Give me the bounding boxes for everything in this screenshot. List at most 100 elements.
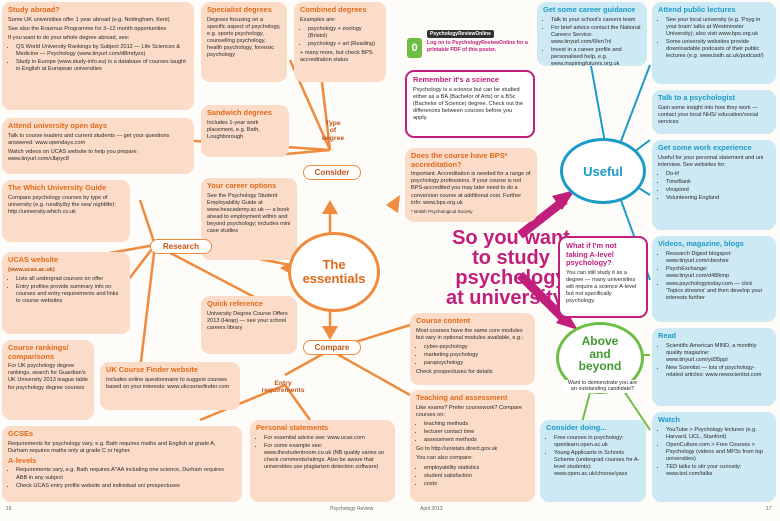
read-box: Read Scientific American MIND, a monthly…: [652, 328, 776, 406]
sandwich-title: Sandwich degrees: [207, 108, 272, 117]
which-guide-text: Compare psychology courses by type of un…: [8, 194, 116, 215]
study-abroad-title: Study abroad?: [8, 5, 60, 14]
entry-label-line: requirements: [261, 387, 305, 395]
open-days-p1: Talk to course leaders and current stude…: [8, 132, 170, 146]
videos-box: Videos, magazine, blogs Research Digest …: [652, 236, 776, 322]
page-number-left: 16: [6, 506, 12, 512]
course-content-item: parapsychology: [424, 360, 529, 367]
combined-degrees-box: Combined degrees Examples are: psycholog…: [294, 2, 386, 82]
study-abroad-p2: See also the Erasmus Programme for 3–12 …: [8, 25, 167, 32]
science-box: Remember it's a science Psychology is a …: [405, 70, 535, 138]
combined-more: + many more, but check BPS accreditation…: [300, 50, 373, 64]
open-days-p2: Watch videos on UCAS website to help you…: [8, 148, 139, 162]
promo-brand: PsychologyReviewOnline: [427, 30, 494, 38]
quick-ref-title: Quick reference: [207, 299, 263, 308]
work-exp-item: Volunteering England: [666, 195, 770, 202]
watch-item: TED talks to stir your curiosity: www.te…: [666, 464, 770, 478]
videos-item: PsychExchange: www.tinyurl.com/d48lkmp: [666, 266, 770, 280]
promo-text: Log on to PsychologyReviewOnline for a p…: [427, 40, 528, 53]
research-label: Research: [150, 239, 212, 254]
career-guidance-item: Invest in a career profile and personali…: [551, 47, 641, 66]
combined-item: psychology + art (Reading): [308, 41, 380, 48]
course-content-end: Check prospectuses for details: [416, 369, 493, 376]
promo-logo-icon: 0: [407, 38, 422, 58]
teaching-item: assessment methods: [424, 437, 529, 444]
psychologist-text: Gain some insight into how they work — c…: [658, 104, 759, 125]
career-options-text: See the Psychology Student Employability…: [207, 192, 291, 235]
combined-intro: Examples are:: [300, 16, 336, 23]
course-content-intro: Most courses have the same core modules …: [416, 327, 524, 341]
career-guidance-title: Get some career guidance: [543, 5, 636, 14]
issue-date: April 2013: [420, 506, 443, 512]
essentials-hub: The essentials: [288, 232, 380, 312]
study-abroad-p3: If you want to do your whole degree abro…: [8, 34, 130, 41]
study-abroad-item: Study in Europe (www.study-info.eu) is a…: [16, 59, 188, 73]
teaching-p1: Like exams? Prefer coursework? Compare c…: [416, 404, 523, 418]
sandwich-text: Includes 1-year work placement, e.g. Bat…: [207, 119, 260, 140]
gcses-alevels-box: GCSEs Requirements for psychology vary, …: [2, 426, 242, 502]
course-finder-box: UK Course Finder website Includes online…: [100, 362, 240, 410]
bps-note: * British Psychological Society: [411, 208, 473, 214]
compare-label: Compare: [303, 340, 361, 355]
work-experience-box: Get some work experience Useful for your…: [652, 140, 776, 230]
work-exp-item: Do-it!: [666, 171, 770, 178]
ucas-title: UCAS website: [8, 255, 59, 264]
lectures-item: See your local university (e.g. 'Psyg in…: [666, 17, 770, 38]
entry-label-line: Entry: [274, 380, 292, 387]
ucas-box: UCAS website (www.ucas.ac.uk) Lists all …: [2, 252, 130, 334]
ucas-item: Entry profiles provide summary info on c…: [16, 284, 124, 305]
study-abroad-box: Study abroad? Some UK universities offer…: [2, 2, 194, 110]
career-guidance-item: For brief advice contact the National Ca…: [551, 25, 641, 46]
consider-doing-item: Young Applicants in Schools Scheme (unde…: [554, 450, 640, 479]
open-days-title: Attend university open days: [8, 121, 107, 130]
course-content-box: Course content Most courses have the sam…: [410, 313, 535, 385]
bps-title: Does the course have BPS* accreditation?: [411, 151, 508, 169]
quick-ref-text: University Degree Course Offers 2013 (He…: [207, 310, 288, 331]
specialist-title: Specialist degrees: [207, 5, 272, 14]
teaching-item: costs: [424, 481, 529, 488]
ucas-item: Lists all undergrad courses on offer: [16, 276, 124, 283]
not-alevel-box: What if I'm not taking A-level psycholog…: [558, 236, 648, 318]
type-label-line: degree: [321, 134, 345, 142]
course-finder-title: UK Course Finder website: [106, 365, 198, 374]
read-item: New Scientist — lots of psychology-relat…: [666, 365, 770, 379]
type-label-line: Type: [325, 120, 341, 127]
lectures-title: Attend public lectures: [658, 5, 736, 14]
headline-line: to study: [472, 247, 550, 269]
read-item: Scientific American MIND, a monthly qual…: [666, 343, 770, 364]
alevels-title: A-levels: [8, 455, 37, 465]
rankings-text: For UK psychology degree rankings, searc…: [8, 363, 88, 391]
useful-hub: Useful: [560, 138, 646, 204]
psychology-review-online-promo[interactable]: PsychologyReviewOnline 0 Log on to Psych…: [405, 30, 540, 64]
science-text: Psychology is a science but can be studi…: [413, 86, 524, 122]
watch-title: Watch: [658, 415, 680, 424]
psychologist-title: Talk to a psychologist: [658, 93, 736, 102]
work-exp-title: Get some work experience: [658, 143, 752, 152]
alevels-item: Check UCAS entry profile website and ind…: [16, 483, 236, 490]
bps-box: Does the course have BPS* accreditation?…: [405, 148, 537, 222]
which-guide-title: The Which University Guide: [8, 183, 107, 192]
watch-item: OpenCulture.com > Free Courses > Psychol…: [666, 442, 770, 463]
not-alevel-text: You can still study it as a degree — man…: [566, 269, 637, 305]
teaching-item: employability statistics: [424, 465, 529, 472]
teaching-title: Teaching and assessment: [416, 393, 508, 402]
course-content-title: Course content: [416, 316, 471, 325]
entry-requirements-label: Entry requirements: [248, 380, 318, 395]
career-guidance-item: Talk to your school's careers team: [551, 17, 641, 24]
watch-box: Watch YouTube > Psychology lectures (e.g…: [652, 412, 776, 502]
ucas-url: (www.ucas.ac.uk): [8, 266, 55, 273]
specialist-degrees-box: Specialist degrees Degrees focusing on a…: [201, 2, 287, 82]
personal-item: For essential advice see: www.ucas.com: [264, 435, 389, 442]
personal-item: For some example see: www.thestudentroom…: [264, 443, 389, 472]
consider-label: Consider: [303, 165, 361, 180]
alevels-item: Requirements vary, e.g. Bath requires A*…: [16, 467, 236, 481]
essentials-line: essentials: [302, 271, 366, 286]
teaching-p3: You can also compare:: [416, 455, 473, 462]
teaching-item: teaching methods: [424, 421, 529, 428]
essentials-line: The: [322, 257, 346, 273]
work-exp-item: vInspired: [666, 187, 770, 194]
consider-doing-item: Free courses in psychology: openlearn.op…: [554, 435, 640, 449]
watch-item: YouTube > Psychology lectures (e.g. Harv…: [666, 427, 770, 441]
headline-line: at university?: [445, 287, 577, 309]
career-guidance-box: Get some career guidance Talk to your sc…: [537, 2, 647, 66]
